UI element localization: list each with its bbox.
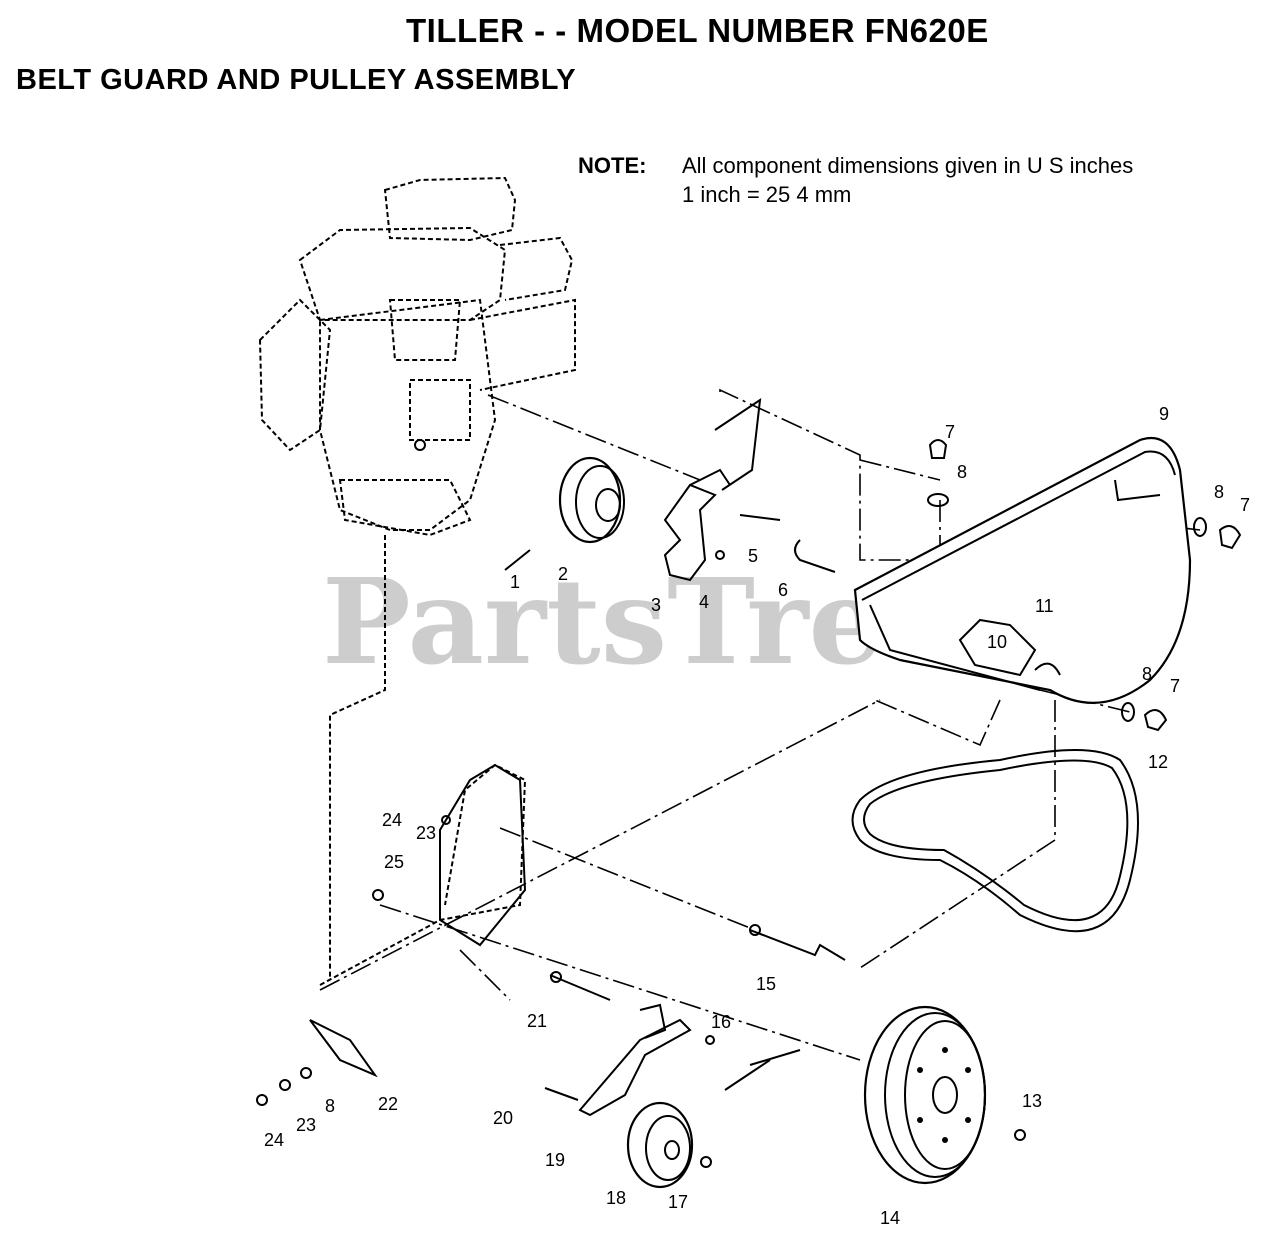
callout-19: 19 <box>545 1150 565 1170</box>
callout-7b: 7 <box>1240 495 1250 515</box>
callout-10: 10 <box>987 632 1007 652</box>
callout-18: 18 <box>606 1188 626 1208</box>
page-title: TILLER - - MODEL NUMBER FN620E <box>406 12 989 49</box>
belt-bracket <box>663 397 762 582</box>
hardware <box>256 439 1242 1168</box>
callout-15: 15 <box>756 974 776 994</box>
note-line-2: 1 inch = 25 4 mm <box>682 182 852 207</box>
callout-16: 16 <box>711 1012 731 1032</box>
callout-8c: 8 <box>1142 664 1152 684</box>
callout-23a: 23 <box>416 823 436 843</box>
callout-7c: 7 <box>1170 676 1180 696</box>
callout-24b: 24 <box>264 1130 284 1150</box>
callout-21: 21 <box>527 1011 547 1031</box>
callout-9: 9 <box>1159 404 1169 424</box>
callout-14: 14 <box>880 1208 900 1228</box>
callout-24a: 24 <box>382 810 402 830</box>
mounting-plate <box>309 763 527 1078</box>
callout-3: 3 <box>651 595 661 615</box>
callout-1: 1 <box>510 572 520 592</box>
callout-25: 25 <box>384 852 404 872</box>
rods-and-pins <box>549 924 846 1091</box>
callout-labels: 1 2 3 4 5 6 7 7 7 8 8 8 8 9 10 11 12 13 … <box>264 404 1250 1228</box>
callout-7a: 7 <box>945 422 955 442</box>
callout-6: 6 <box>778 580 788 600</box>
callout-22: 22 <box>378 1094 398 1114</box>
idler-pulley <box>626 1101 694 1189</box>
v-belt <box>851 749 1139 933</box>
note-line-1: All component dimensions given in U S in… <box>682 153 1134 178</box>
callout-20: 20 <box>493 1108 513 1128</box>
belt-guard <box>853 436 1192 704</box>
callout-4: 4 <box>699 592 709 612</box>
callout-11: 11 <box>1035 596 1054 616</box>
note-label: NOTE: <box>578 153 647 178</box>
large-pulley <box>863 1005 987 1185</box>
assembly-title: BELT GUARD AND PULLEY ASSEMBLY <box>16 64 577 96</box>
note-text: All component dimensions given in U S in… <box>682 151 1133 209</box>
callout-8d: 8 <box>325 1096 335 1116</box>
callout-12: 12 <box>1148 752 1168 772</box>
callout-23b: 23 <box>296 1115 316 1135</box>
callout-5: 5 <box>748 546 758 566</box>
engine-outline <box>258 176 576 980</box>
callout-17: 17 <box>668 1192 688 1212</box>
callout-13: 13 <box>1022 1091 1042 1111</box>
engine-pulley <box>558 456 625 544</box>
callout-8b: 8 <box>1214 482 1224 502</box>
idler-arm <box>578 1003 692 1117</box>
watermark: PartsTree <box>322 552 959 691</box>
callout-2: 2 <box>558 564 568 584</box>
callout-8a: 8 <box>957 462 967 482</box>
